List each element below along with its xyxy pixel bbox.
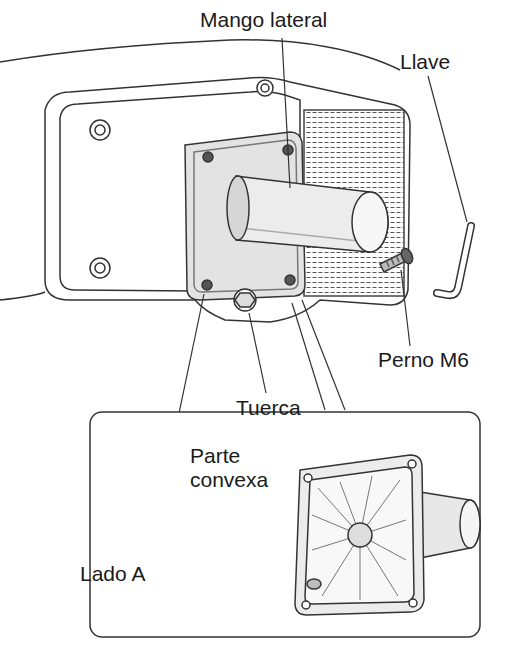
inset-part: [409, 599, 417, 607]
part-label: Lado A: [80, 562, 145, 586]
hex-key: [437, 226, 471, 295]
leader-line: [282, 38, 290, 188]
nut: [234, 289, 256, 311]
part-label: Perno M6: [378, 348, 469, 372]
inset-part: [307, 579, 321, 589]
housing-screw: [90, 258, 110, 278]
side-handle: [240, 228, 368, 242]
inset-part: [295, 455, 424, 615]
housing-screw: [257, 80, 273, 96]
inset-part: [304, 474, 312, 482]
housing-screw: [95, 125, 105, 135]
tool-body: [0, 292, 45, 300]
part-label: Mango lateral: [200, 8, 327, 32]
inset-part: [460, 500, 480, 548]
inset-part: [302, 601, 310, 609]
inset-part: [408, 460, 416, 468]
inset-part: [305, 467, 414, 604]
tool-body: [0, 40, 400, 70]
inset-part: [312, 476, 406, 600]
inset-frame: [90, 412, 480, 637]
inset-frame: [90, 412, 480, 637]
handle-plate: [285, 275, 295, 285]
part-label: Llave: [400, 50, 450, 74]
hex-key: [437, 226, 471, 295]
hex-key: [437, 226, 471, 295]
inset-part: [348, 523, 372, 547]
bolt: [380, 247, 415, 272]
handle-plate: [203, 152, 213, 162]
handle-plate: [202, 280, 212, 290]
side-handle: [227, 176, 249, 240]
leader-line: [401, 270, 410, 346]
inset-part: [295, 455, 480, 615]
side-handle: [236, 176, 388, 252]
leader-line: [292, 303, 325, 410]
part-label: Tuerca: [236, 396, 301, 420]
inset-part: [420, 492, 480, 558]
side-handle: [227, 176, 388, 252]
housing-screw: [95, 263, 105, 273]
bolt: [399, 247, 415, 266]
nut: [235, 293, 255, 307]
nut: [234, 289, 256, 311]
tool-body: [0, 40, 410, 322]
leader-line: [249, 313, 266, 393]
housing-screw: [261, 84, 269, 92]
housing-screw: [90, 120, 110, 140]
part-label: Parte convexa: [190, 444, 282, 492]
side-handle: [352, 192, 388, 252]
leader-line: [428, 76, 467, 222]
leader-line: [302, 300, 345, 410]
bolt: [386, 255, 399, 267]
tool-body: [45, 78, 410, 323]
